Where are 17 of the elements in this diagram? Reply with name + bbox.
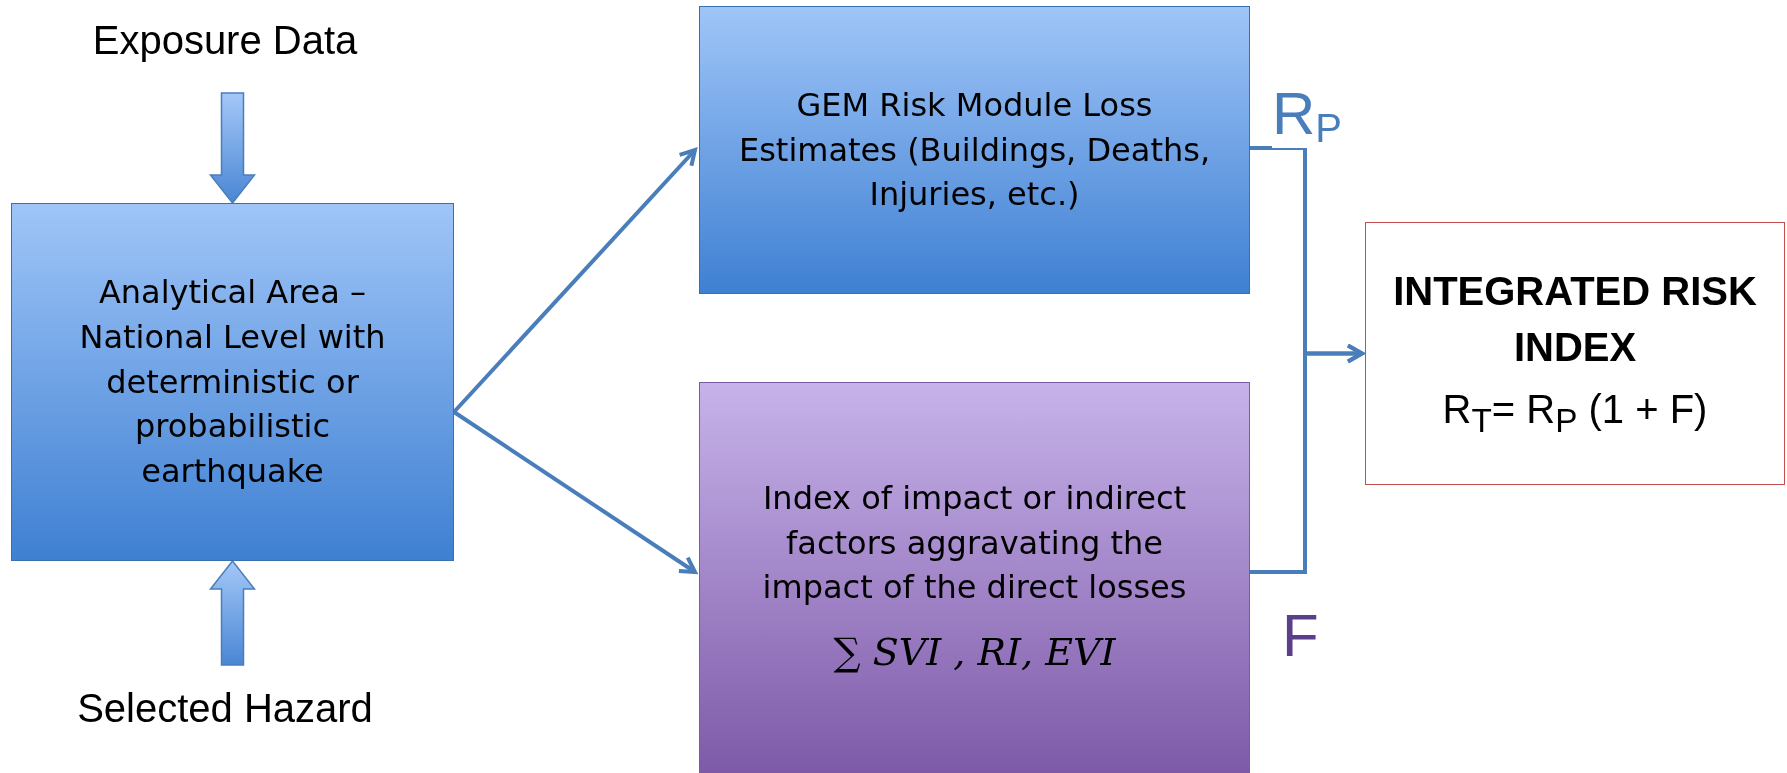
arrow xyxy=(452,410,697,574)
box-text: Index of impact or indirect factors aggravating the impact of the direct losses xyxy=(761,477,1188,609)
input-label: Exposure Data xyxy=(92,17,358,64)
formula: ∑ SVI , RI, EVI xyxy=(833,629,1116,677)
input-label: Selected Hazard xyxy=(77,685,373,732)
process-box xyxy=(699,6,1250,294)
block-arrow xyxy=(208,92,257,205)
arrow xyxy=(452,148,697,414)
arrow xyxy=(1250,343,1364,574)
formula: R$_{T}$= R$_{P}$ (1 + F) xyxy=(1442,385,1708,441)
box-title: INTEGRATED RISK INDEX xyxy=(1392,267,1758,371)
box-text: GEM Risk Module Loss Estimates (Buildings, Deaths, Injuries, etc.) xyxy=(737,84,1212,216)
box-text: Analytical Area – National Level with deterministic or probabilistic earthquake xyxy=(78,272,387,493)
process-box xyxy=(699,382,1250,773)
process-box xyxy=(11,203,454,561)
block-arrow xyxy=(208,559,257,666)
result-box xyxy=(1365,222,1785,485)
